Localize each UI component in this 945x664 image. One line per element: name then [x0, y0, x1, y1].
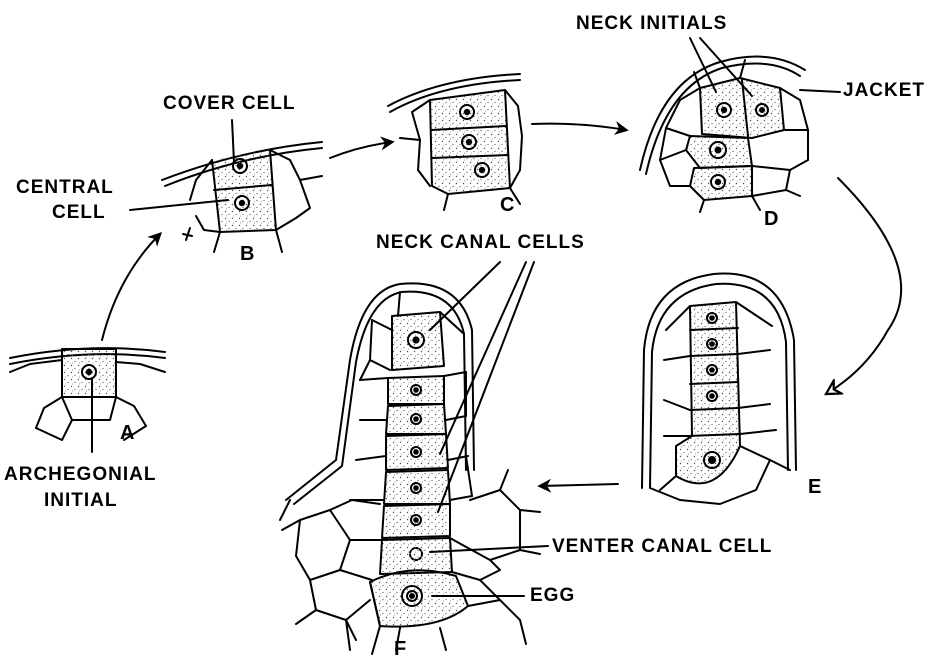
- label-jacket: JACKET: [843, 80, 925, 102]
- label-venter-canal-cell: VENTER CANAL CELL: [552, 536, 772, 558]
- arrow-a-to-b: [102, 234, 160, 340]
- label-central-cell-line-2: CELL: [52, 202, 106, 224]
- label-cover-cell: COVER CELL: [163, 93, 295, 115]
- label-archegonial-initial-line-2: INITIAL: [44, 490, 118, 512]
- label-neck-initials: NECK INITIALS: [576, 13, 727, 35]
- stage-label-b: B: [240, 243, 255, 265]
- label-egg: EGG: [530, 585, 575, 607]
- leader-neck-canal-1: [430, 262, 500, 330]
- stage-c-drawing: [388, 74, 522, 210]
- label-central-cell-line-1: CENTRAL: [16, 177, 114, 199]
- stage-label-c: C: [500, 194, 515, 216]
- stage-label-a: A: [120, 422, 135, 444]
- leader-jacket: [800, 90, 840, 92]
- stage-label-e: E: [808, 476, 822, 498]
- label-archegonial-initial-line-1: ARCHEGONIAL: [4, 464, 156, 486]
- arrow-c-to-d: [532, 124, 626, 130]
- stage-a-drawing: [10, 348, 165, 440]
- stage-b-drawing: [162, 142, 322, 252]
- stage-f-drawing: [280, 283, 540, 654]
- arrow-d-to-e: [826, 178, 901, 394]
- stage-e-drawing: [642, 274, 796, 504]
- arrow-b-to-c: [330, 142, 392, 158]
- leader-neck-canal-2: [440, 262, 526, 454]
- stage-d-drawing: [640, 57, 808, 212]
- leader-central-cell: [130, 200, 228, 210]
- leader-cover-cell: [232, 120, 234, 162]
- stage-label-d: D: [764, 208, 779, 230]
- leader-neck-canal-3: [438, 262, 534, 512]
- arrow-e-to-f: [540, 484, 618, 486]
- label-neck-canal-cells: NECK CANAL CELLS: [376, 232, 585, 254]
- stage-label-f: F: [394, 638, 407, 660]
